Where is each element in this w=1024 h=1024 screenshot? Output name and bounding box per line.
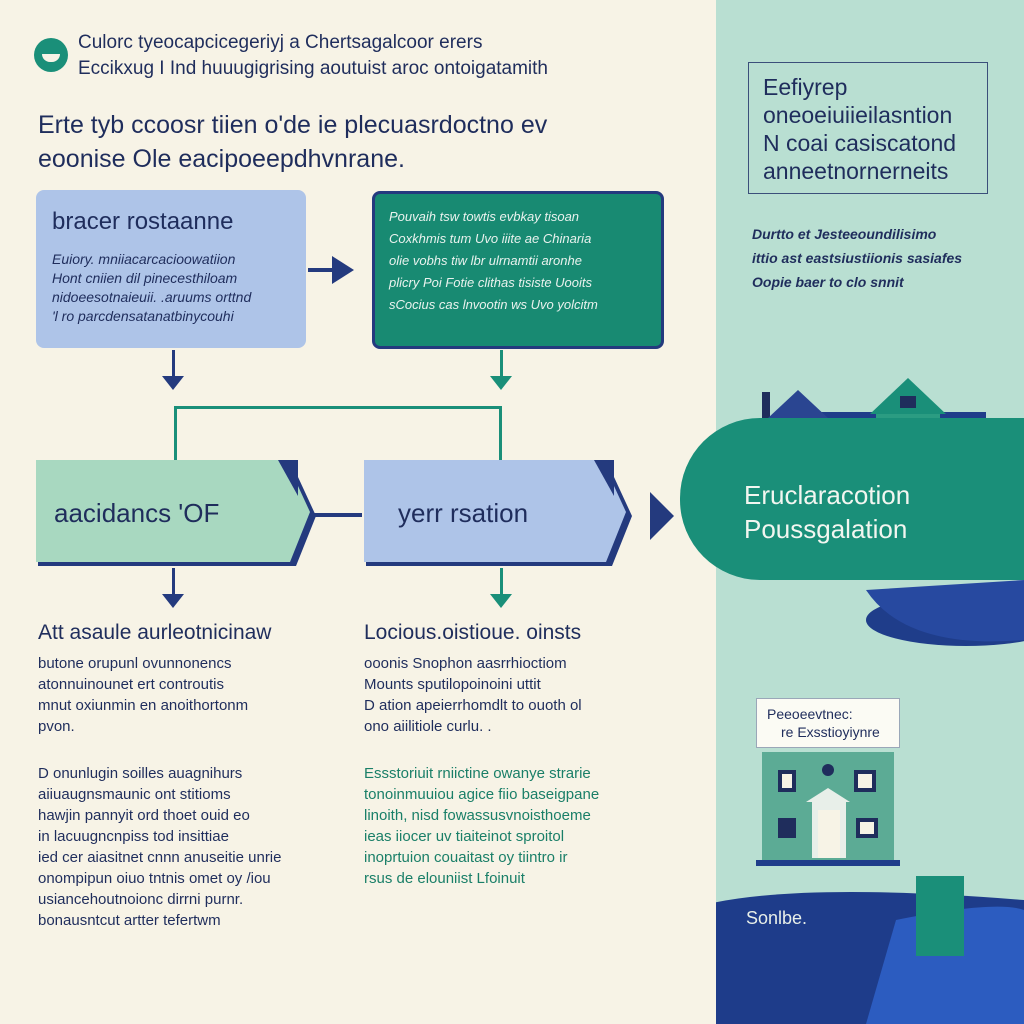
porch-roof — [806, 788, 850, 802]
side-body-line: Oopie baer to clo snnit — [752, 274, 904, 290]
house-2-attic-window — [900, 396, 916, 408]
side-body: Durtto et Jesteeoundilisimo ittio ast ea… — [752, 222, 962, 294]
tag-2-label: yerr rsation — [398, 498, 529, 528]
blue-wave-shape — [866, 580, 1024, 642]
column-2-line: rsus de elouniist Lfoinuit — [364, 870, 525, 887]
step-box-1-line: Hont cniien dil pinecesthiloam — [52, 270, 238, 286]
bottom-blue-wave — [866, 906, 1024, 1024]
column-1-line: onompipun oiuo tntnis omet oy /iou — [38, 870, 271, 887]
house-1-roof — [768, 390, 828, 418]
building-window-pane — [858, 774, 872, 788]
footer-label: Sonlbe. — [746, 908, 808, 928]
result-pill-text: Eruclaracotion Poussgalation — [744, 478, 910, 546]
side-title-line: oneoeiuiieilasntion — [763, 102, 953, 128]
building-label: Peeoeevtnec: re Exsstioyiynre — [756, 698, 900, 748]
column-1-line: hawjin pannyit ord thoet ouid eo — [38, 807, 250, 824]
header-title: Culorc tyeocapcicegeriyj a Chertsagalcoo… — [78, 30, 548, 82]
column-1-line: mnut oxiunmin en anoithortonm — [38, 697, 249, 714]
column-1: Att asaule aurleotnicinaw butone orupunl… — [38, 622, 282, 931]
header-title-line1: Culorc tyeocapcicegeriyj a Chertsagalcoo… — [78, 32, 483, 53]
side-panel-graphics — [716, 580, 1024, 1024]
result-pill-line1: Eruclaracotion — [744, 480, 911, 510]
step-box-1-line: Euiory. mniiacarcacioowatiion — [52, 251, 236, 267]
building-emblem — [822, 764, 834, 776]
step-box-1-line: nidoeesotnaieuii. .aruums orttnd — [52, 289, 252, 305]
connector-line — [499, 406, 502, 462]
tag-link-line — [312, 513, 362, 517]
side-title-line: anneetnornerneits — [763, 158, 949, 184]
arrow-right-icon — [332, 256, 354, 284]
column-1-line: butone orupunl ovunnonencs — [38, 655, 232, 672]
step-box-2: Pouvaih tsw towtis evbkay tisoan Coxkhmi… — [372, 191, 664, 349]
down-arrow-shaft — [172, 350, 175, 380]
down-arrow-icon — [162, 376, 184, 390]
side-body-line: Durtto et Jesteeoundilisimo — [752, 226, 937, 242]
step-box-2-line: olie vobhs tiw lbr ulrnamtii aronhe — [389, 253, 582, 268]
column-1-line: D onunlugin soilles auagnihurs — [38, 765, 243, 782]
building-window-pane — [860, 822, 874, 834]
building-base — [756, 860, 900, 866]
step-box-1-line: 'l ro parcdensatanatbinycouhi — [52, 308, 234, 324]
side-title-line: N coai casiscatond — [763, 130, 957, 156]
tag-shape-1 — [36, 460, 316, 566]
building-window — [778, 818, 796, 838]
step-box-1-body: Euiory. mniiacarcacioowatiion Hont cniie… — [52, 250, 290, 326]
column-1-line: aiiuaugnsmaunic ont stitioms — [38, 786, 231, 803]
column-1-line: bonausntcut artter tefertwm — [38, 912, 221, 929]
building-illustration — [756, 752, 900, 866]
arrow-right-icon — [650, 492, 674, 540]
column-2-line: D ation apeierrhomdlt to ouoth ol — [364, 697, 582, 714]
green-pillar — [916, 876, 964, 956]
column-2-line: Essstoriuit rniictine owanye strarie — [364, 765, 591, 782]
result-pill-line2: Poussgalation — [744, 514, 908, 544]
column-1-line: in lacuugncnpiss tod insittiae — [38, 828, 229, 845]
down-arrow-shaft — [500, 350, 503, 380]
door — [818, 810, 840, 858]
arrow-shaft — [308, 268, 338, 272]
down-arrow-shaft — [500, 568, 503, 598]
down-arrow-icon — [490, 376, 512, 390]
building-label-line2: re Exsstioyiynre — [781, 724, 880, 740]
header-title-line2: Eccikxug I Ind huuugigrising aoutuist ar… — [78, 58, 548, 79]
column-2-heading: Locious.oistioue. oinsts — [364, 621, 582, 644]
column-1-line: ied cer aiasitnet cnnn anuseitie unrie — [38, 849, 282, 866]
step-box-2-line: Coxkhmis tum Uvo iiite ae Chinaria — [389, 231, 592, 246]
intro-line1: Erte tyb ccoosr tiien o'de ie plecuasrdo… — [38, 111, 548, 139]
down-arrow-shaft — [172, 568, 175, 598]
building-window-pane — [782, 774, 792, 788]
tag-1-label: aacidancs 'OF — [54, 498, 220, 528]
intro-line2: eoonise Ole eacipoeepdhvnrane. — [38, 145, 405, 173]
down-arrow-icon — [162, 594, 184, 608]
down-arrow-icon — [490, 594, 512, 608]
result-pill — [680, 418, 1024, 580]
column-2: Locious.oistioue. oinsts ooonis Snophon … — [364, 622, 599, 889]
tag-shape-2 — [364, 460, 632, 566]
step-box-1-title: bracer rostaanne — [52, 208, 234, 235]
building-label-line1: Peeoeevtnec: — [767, 706, 853, 722]
step-box-2-line: plicry Poi Fotie clithas tisiste Uooits — [389, 275, 593, 290]
column-2-line: inoprtuion couaitast oy tiintro ir — [364, 849, 568, 866]
column-2-line: ieas iiocer uv tiaiteinot sproitol — [364, 828, 565, 845]
column-1-line: atonnuinounet ert controutis — [38, 676, 224, 693]
column-2-line: linoith, nisd fowassusvnoisthoeme — [364, 807, 591, 824]
connector-line — [174, 406, 502, 409]
column-2-line: tonoinmuuiou agice fiio baseigpane — [364, 786, 600, 803]
step-box-1: bracer rostaanne Euiory. mniiacarcacioow… — [36, 190, 306, 348]
intro-text: Erte tyb ccoosr tiien o'de ie plecuasrdo… — [38, 108, 547, 176]
column-1-line: pvon. — [38, 718, 75, 735]
column-2-line: Mounts sputilopoinoini uttit — [364, 676, 541, 693]
column-1-line: usiancehoutnoionc dirrni purnr. — [38, 891, 244, 908]
column-1-heading: Att asaule aurleotnicinaw — [38, 621, 272, 644]
step-box-2-line: sCocius cas lnvootin ws Uvo yolcitm — [389, 297, 598, 312]
column-2-line: ooonis Snophon aasrrhioctiom — [364, 655, 567, 672]
logo-icon — [34, 38, 68, 72]
side-title-line: Eefiyrep — [763, 74, 848, 100]
column-2-line: ono aiilitiole curlu. . — [364, 718, 492, 735]
step-box-2-line: Pouvaih tsw towtis evbkay tisoan — [389, 209, 580, 224]
side-title-box: Eefiyrep oneoeiuiieilasntion N coai casi… — [748, 62, 988, 194]
connector-line — [174, 406, 177, 462]
side-body-line: ittio ast eastsiustiionis sasiafes — [752, 250, 963, 266]
